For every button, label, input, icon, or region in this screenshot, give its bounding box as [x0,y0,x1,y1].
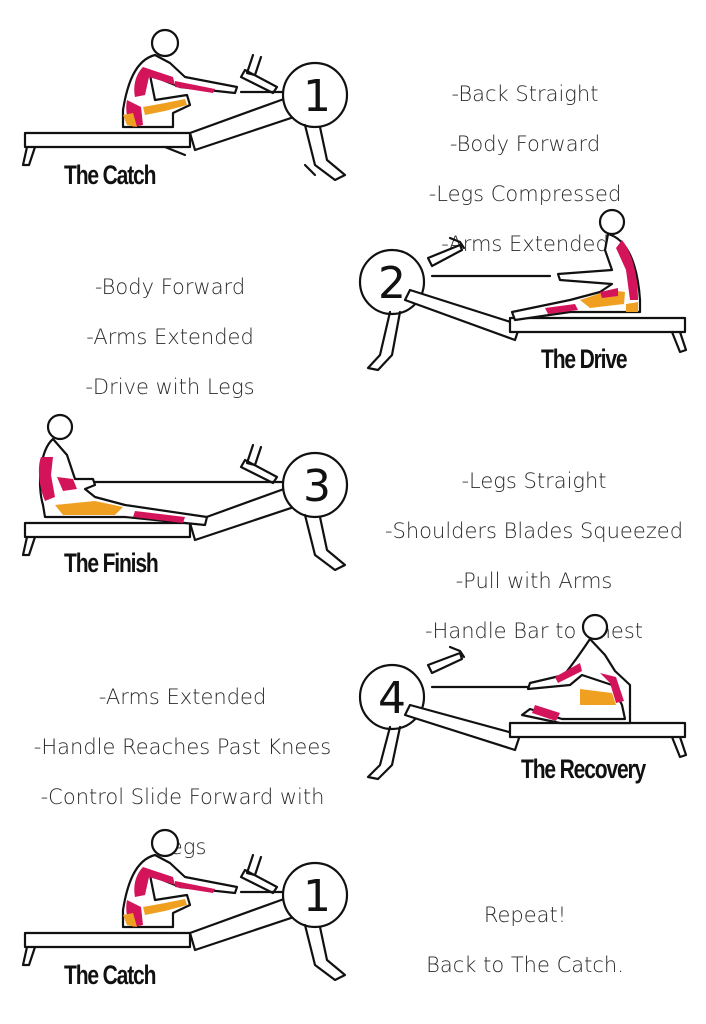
rowing-machine-recovery-figure: 4 [358,613,688,781]
instruction-line: Back to The Catch. [426,953,624,977]
step-instructions: -Back Straight -Body Forward -Legs Compr… [390,57,660,282]
instruction-line: -Handle Reaches Past Knees [33,735,332,759]
step-title: The Catch [64,960,156,990]
step-4-panel: -Arms Extended -Handle Reaches Past Knee… [0,600,706,859]
step-number: 1 [303,71,331,122]
instruction-line: -Drive with Legs [85,375,255,399]
step-instructions: Repeat! Back to The Catch. [390,878,660,1003]
step-5-panel: 1 The Catch Repeat! Back to The Catch. [0,810,706,1024]
step-title: The Recovery [521,754,646,784]
step-instructions: -Body Forward -Arms Extended -Drive with… [40,250,300,425]
step-title: The Catch [64,160,156,190]
step-number: 2 [378,258,406,309]
step-number: 1 [303,871,331,922]
step-instructions: -Arms Extended -Handle Reaches Past Knee… [5,660,360,885]
instruction-line: -Arms Extended [86,325,254,349]
instruction-line: -Arms Extended [98,685,267,709]
step-title: The Drive [541,344,628,374]
step-instructions: -Legs Straight -Shoulders Blades Squeeze… [362,444,706,669]
instruction-line: -Body Forward [449,132,601,156]
step-2-panel: -Body Forward -Arms Extended -Drive with… [0,200,706,400]
instruction-line: -Shoulders Blades Squeezed [384,519,684,543]
step-number: 3 [303,461,331,512]
rowing-machine-catch-figure: 1 [21,28,349,182]
step-title: The Finish [64,548,159,578]
instruction-line: -Control Slide Forward with [40,785,325,809]
rowing-machine-drive-figure: 2 [358,208,688,372]
instruction-line: -Arms Extended [441,232,609,256]
instruction-line: -Legs Straight [461,469,607,493]
instruction-line: -Body Forward [94,275,246,299]
step-3-panel: 3 The Finish -Legs Straight -Shoulders B… [0,400,706,643]
instruction-line: -Back Straight [451,82,599,106]
instruction-line: Repeat! [483,903,567,927]
rowing-machine-catch-figure: 1 [21,828,349,982]
step-number: 4 [378,673,406,724]
instruction-line: -Legs Compressed [428,182,622,206]
rowing-machine-finish-figure: 3 [21,413,349,572]
instruction-line: -Pull with Arms [455,569,613,593]
step-1-panel: 1 The Catch -Back Straight -Body Forward… [0,0,706,256]
